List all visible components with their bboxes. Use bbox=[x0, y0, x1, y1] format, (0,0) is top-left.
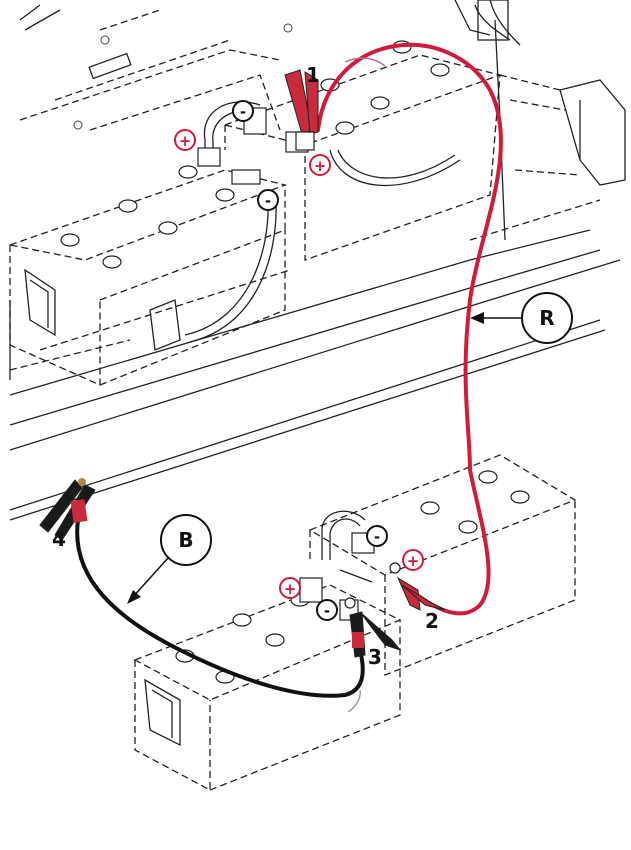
svg-text:+: + bbox=[179, 132, 192, 150]
step-label-2: 2 bbox=[425, 609, 439, 633]
battery-upper-right bbox=[222, 40, 503, 261]
step-label-3: 3 bbox=[368, 645, 382, 669]
battery-lower-right bbox=[308, 454, 577, 676]
positive-marker-lower-left: + bbox=[279, 577, 301, 599]
svg-text:-: - bbox=[240, 103, 246, 121]
positive-marker-upper-left: + bbox=[174, 129, 196, 151]
clamp-3-black bbox=[344, 597, 402, 658]
svg-text:+: + bbox=[314, 157, 327, 175]
callout-black-cable: B bbox=[127, 514, 212, 604]
svg-text:-: - bbox=[265, 192, 271, 210]
negative-marker-upper-left: - bbox=[232, 100, 254, 122]
red-jumper-cable bbox=[316, 42, 503, 616]
negative-marker-upper-mid: - bbox=[257, 189, 279, 211]
step-label-4: 4 bbox=[52, 527, 66, 551]
negative-marker-lower-left: - bbox=[316, 599, 338, 621]
battery-lower-left bbox=[133, 569, 402, 792]
black-jumper-cable bbox=[75, 518, 365, 713]
battery-upper-left bbox=[7, 101, 288, 387]
svg-text:-: - bbox=[324, 602, 330, 620]
clamp-2-red bbox=[396, 576, 446, 611]
clamp-4-black bbox=[39, 478, 96, 541]
clamp-1-red bbox=[284, 69, 319, 151]
positive-marker-upper-right: + bbox=[309, 154, 331, 176]
step-label-1: 1 bbox=[306, 63, 320, 87]
svg-text:-: - bbox=[374, 528, 380, 546]
svg-text:B: B bbox=[178, 528, 193, 552]
callout-red-cable: R bbox=[470, 292, 573, 344]
svg-text:+: + bbox=[284, 580, 297, 598]
svg-text:+: + bbox=[407, 552, 420, 570]
positive-marker-lower-right: + bbox=[402, 549, 424, 571]
svg-text:R: R bbox=[539, 306, 554, 330]
negative-marker-lower-right: - bbox=[366, 525, 388, 547]
